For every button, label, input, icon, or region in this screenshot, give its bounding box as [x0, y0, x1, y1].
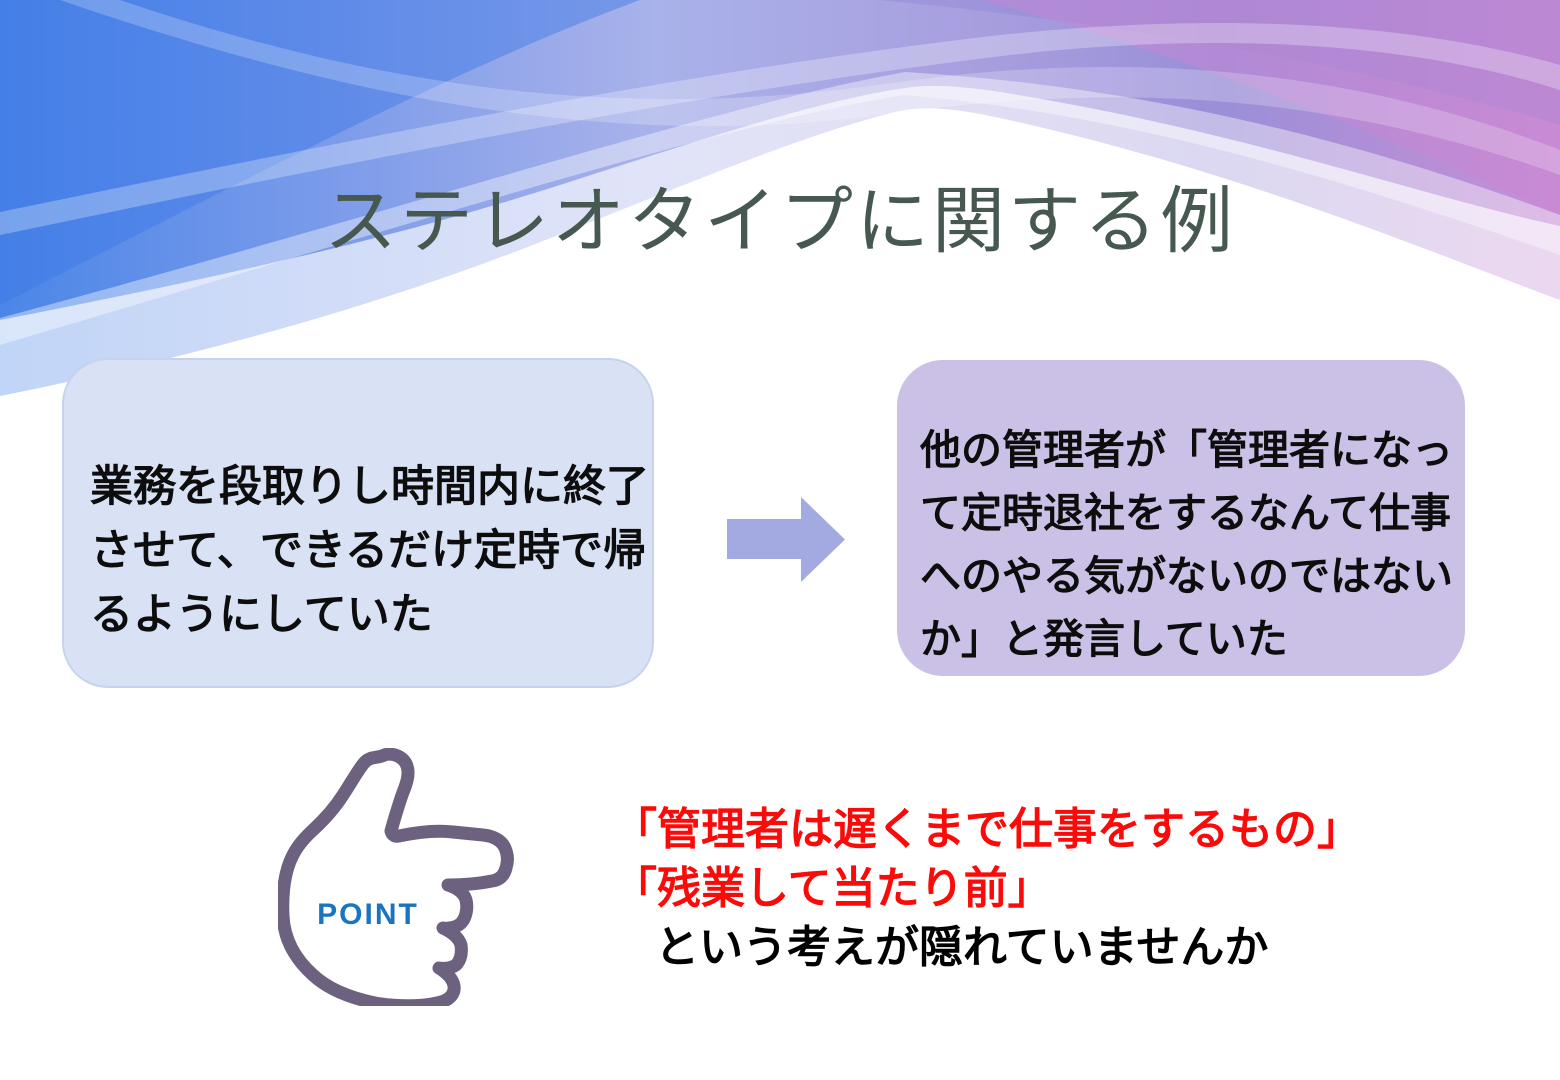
emphasis-line-2: 「残業して当たり前」 — [613, 864, 1052, 913]
point-label: POINT — [317, 898, 419, 931]
slide-title: ステレオタイプに関する例 — [324, 181, 1236, 262]
left-box-line-2: させて、できるだけ定時で帰 — [90, 527, 646, 575]
right-box-line-4: か」と発言していた — [920, 616, 1288, 662]
example-box-right: 他の管理者が「管理者になっ て定時退社をするなんて仕事 へのやる気がないのではな… — [897, 360, 1465, 676]
right-arrow-icon — [727, 497, 845, 582]
conclusion-block: 「管理者は遅くまで仕事をするもの」 「残業して当たり前」 という考えが隠れていま… — [613, 800, 1361, 977]
conclusion-line: という考えが隠れていませんか — [655, 923, 1269, 972]
example-box-left: 業務を段取りし時間内に終了 させて、できるだけ定時で帰 るようにしていた — [62, 358, 654, 688]
right-box-line-1: 他の管理者が「管理者になっ — [920, 427, 1453, 473]
pointing-hand-icon: POINT — [278, 748, 514, 1006]
right-box-line-3: へのやる気がないのではない — [920, 553, 1453, 599]
right-box-line-2: て定時退社をするなんて仕事 — [920, 490, 1451, 536]
top-wave-decoration — [0, 0, 1560, 396]
emphasis-line-1: 「管理者は遅くまで仕事をするもの」 — [613, 805, 1361, 854]
left-box-line-3: るようにしていた — [90, 591, 433, 639]
left-box-line-1: 業務を段取りし時間内に終了 — [90, 463, 649, 511]
